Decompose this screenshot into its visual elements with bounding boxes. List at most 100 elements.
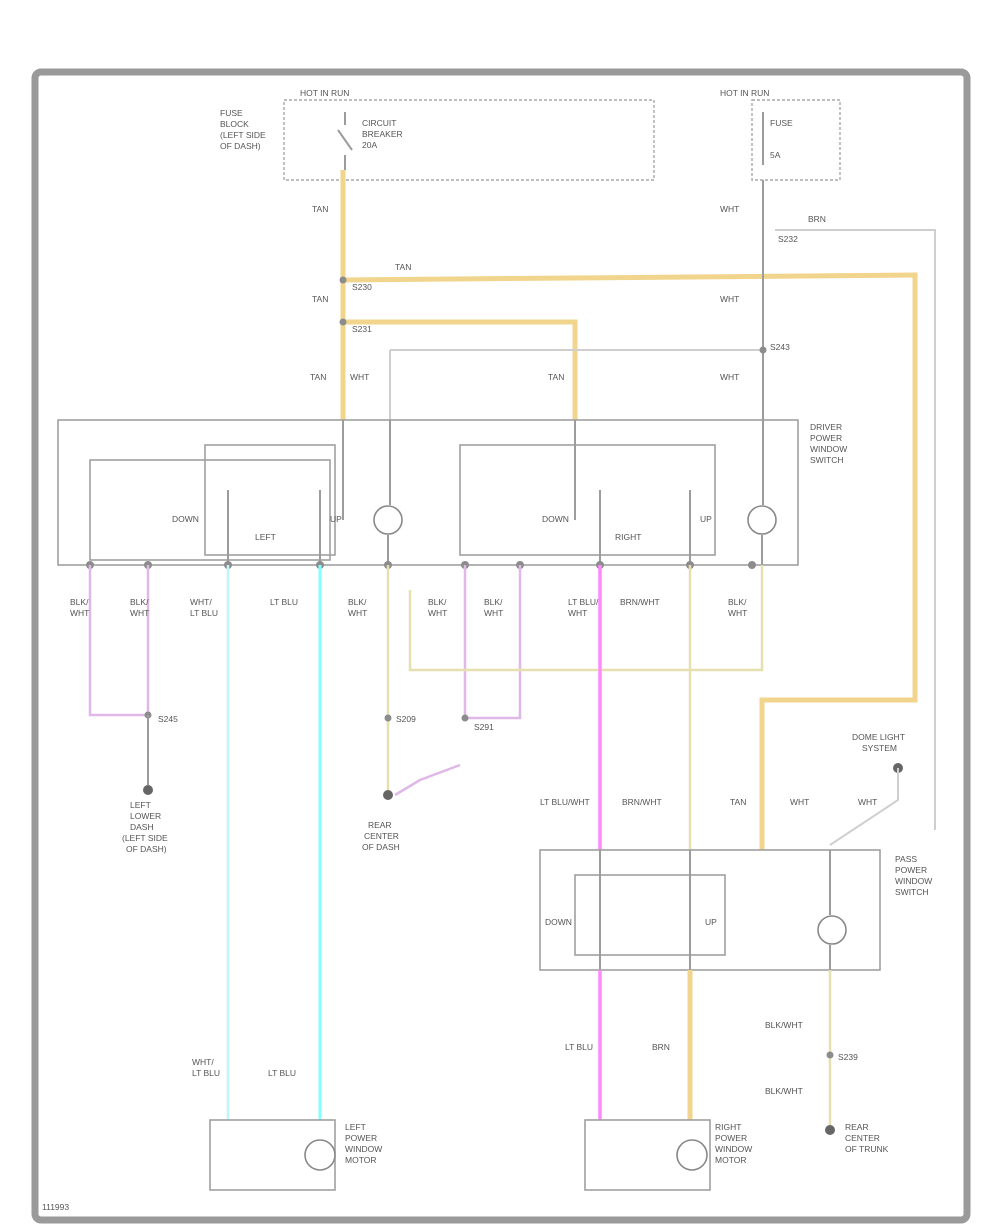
pass-indicator-lamp: [817, 915, 847, 945]
right-up-label: UP: [700, 514, 712, 524]
fuse-block-left-box: [283, 99, 655, 181]
diagram-code: 111993: [42, 1202, 69, 1212]
bottom-label-b1: BLK/WHT: [765, 1020, 803, 1030]
pass-down-label: DOWN: [545, 917, 572, 927]
left-motor-icon: [304, 1139, 336, 1171]
dome-lead-wire: [829, 768, 899, 846]
splice-s243: [759, 346, 767, 354]
splice-label-5: S209: [396, 714, 416, 724]
left-motor-label-3: WINDOW: [345, 1144, 382, 1154]
splice-s209: [384, 714, 392, 722]
breaker-symbol: [337, 112, 353, 170]
fuse-block-label-2: BLOCK: [220, 119, 249, 129]
left-section-box: [204, 444, 336, 556]
left-motor-label-2: POWER: [345, 1133, 377, 1143]
pass-switch-label-4: SWITCH: [895, 887, 929, 897]
ground-1-line-2: LOWER: [130, 811, 161, 821]
ground-icon: [143, 785, 153, 795]
pass-switch-label-3: WINDOW: [895, 876, 932, 886]
bwire-10b: WHT: [728, 608, 747, 618]
bwire-3a: WHT/: [190, 597, 212, 607]
ground-lead-2: [394, 763, 461, 797]
ground-1-line-1: LEFT: [130, 800, 151, 810]
right-motor-label-3: WINDOW: [715, 1144, 752, 1154]
fuse-block-label-4: OF DASH): [220, 141, 261, 151]
pass-switch-label-1: PASS: [895, 854, 917, 864]
breaker-label-2: BREAKER: [362, 129, 403, 139]
pass-wire-1: LT BLU/WHT: [540, 797, 590, 807]
driver-switch-label-3: WINDOW: [810, 444, 847, 454]
passenger-window-switch-box: [539, 849, 881, 971]
diagram-frame: [31, 68, 971, 1224]
right-motor-icon: [676, 1139, 708, 1171]
tan-wire-right-run: [342, 272, 918, 850]
bwire-6a: BLK/: [428, 597, 447, 607]
pass-up-label: UP: [705, 917, 717, 927]
wire-label-g1: WHT: [720, 204, 739, 214]
bwire-1b: WHT: [70, 608, 89, 618]
right-indicator-lamp: [747, 505, 777, 535]
tan-wire-middle-run: [343, 319, 578, 420]
left-box-title: HOT IN RUN: [300, 88, 349, 98]
ground-1-line-4: (LEFT SIDE: [122, 833, 168, 843]
pass-wire-4: WHT: [790, 797, 809, 807]
bwire-6b: WHT: [428, 608, 447, 618]
blk-wht-wire-left: [88, 565, 150, 717]
bwire-2b: WHT: [130, 608, 149, 618]
left-section-label: LEFT: [255, 532, 276, 542]
fuse-block-label-3: (LEFT SIDE: [220, 130, 266, 140]
left-indicator-lamp: [373, 505, 403, 535]
dome-feed-wire: [389, 229, 936, 830]
splice-label-1: S230: [352, 282, 372, 292]
center-ground-wire: [386, 565, 764, 790]
breaker-label-3: 20A: [362, 140, 377, 150]
splice-s291: [461, 714, 469, 722]
wire-label-t3: TAN: [395, 262, 411, 272]
bottom-label-b2: BLK/WHT: [765, 1086, 803, 1096]
right-window-motor-box: [584, 1119, 711, 1191]
pass-inner-box: [574, 874, 726, 956]
ground-2-line-2: CENTER: [364, 831, 399, 841]
driver-switch-label-2: POWER: [810, 433, 842, 443]
right-section-label: RIGHT: [615, 532, 641, 542]
bwire-5a: BLK/: [348, 597, 367, 607]
fuse-label-1: FUSE: [770, 118, 793, 128]
pass-wire-5: WHT: [858, 797, 877, 807]
bwire-5b: WHT: [348, 608, 367, 618]
ground-3-line-1: REAR: [845, 1122, 869, 1132]
bottom-label-b3: S239: [838, 1052, 858, 1062]
bwire-10a: BLK/: [728, 597, 747, 607]
blk-wht-wire-mid: [463, 565, 522, 720]
pass-wire-3: TAN: [730, 797, 746, 807]
motor-wire-3: LT BLU: [565, 1042, 593, 1052]
switch-wire-2: [227, 490, 763, 565]
bwire-8a: LT BLU/: [568, 597, 599, 607]
breaker-label-1: CIRCUIT: [362, 118, 396, 128]
ground-1-line-5: OF DASH): [126, 844, 167, 854]
right-motor-label-2: POWER: [715, 1133, 747, 1143]
splice-label-2: S231: [352, 324, 372, 334]
fuse-label-2: 5A: [770, 150, 781, 160]
bwire-1a: BLK/: [70, 597, 89, 607]
bwire-7a: BLK/: [484, 597, 503, 607]
motor-wire-1b: LT BLU: [192, 1068, 220, 1078]
pass-wire-2: BRN/WHT: [622, 797, 662, 807]
wire-label-t5: TAN: [310, 372, 326, 382]
right-motor-label-4: MOTOR: [715, 1155, 746, 1165]
fuse-block-right-box: [751, 99, 841, 181]
right-down-label: DOWN: [542, 514, 569, 524]
wire-label-t2: TAN: [312, 294, 328, 304]
left-down-label: DOWN: [172, 514, 199, 524]
pass-switch-wires: [599, 850, 831, 970]
driver-switch-label-1: DRIVER: [810, 422, 842, 432]
right-box-title: HOT IN RUN: [720, 88, 769, 98]
pass-switch-label-2: POWER: [895, 865, 927, 875]
wire-label-t1: TAN: [312, 204, 328, 214]
ground-3-line-2: CENTER: [845, 1133, 880, 1143]
splice-s239: [826, 1051, 834, 1059]
bwire-8b: WHT: [568, 608, 587, 618]
terminal: [748, 561, 756, 569]
wire-label-g3: WHT: [720, 372, 739, 382]
splice-s231: [339, 318, 347, 326]
